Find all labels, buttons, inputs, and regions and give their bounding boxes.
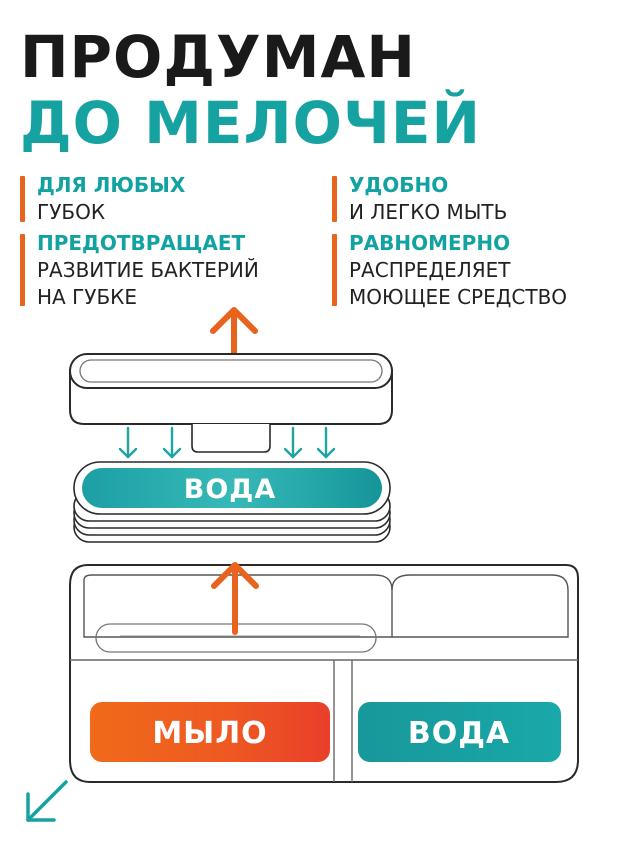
- feature-title: ДЛЯ ЛЮБЫХ: [37, 173, 186, 197]
- feature-title: УДОБНО: [349, 173, 449, 197]
- feature-easy-wash: УДОБНО И ЛЕГКО МЫТЬ: [332, 172, 632, 228]
- water-label: ВОДА: [408, 716, 510, 751]
- feature-even-distribution: РАВНОМЕРНО РАСПРЕДЕЛЯЕТ МОЮЩЕЕ СРЕДСТВО: [332, 230, 632, 314]
- sponge-tray-icon: ВОДА: [73, 461, 391, 543]
- feature-title: РАВНОМЕРНО: [349, 231, 511, 255]
- feature-accent-bar: [332, 234, 337, 306]
- feature-prevents-bacteria: ПРЕДОТВРАЩАЕТ РАЗВИТИЕ БАКТЕРИЙ НА ГУБКЕ: [20, 230, 330, 314]
- drain-arrows-icon: [118, 426, 336, 459]
- feature-title: ПРЕДОТВРАЩАЕТ: [37, 231, 246, 255]
- feature-accent-bar: [20, 176, 25, 222]
- headline-line-2: ДО МЕЛОЧЕЙ: [20, 89, 482, 157]
- water-pill: [358, 702, 561, 762]
- feature-accent-bar: [332, 176, 337, 222]
- feature-text: РАСПРЕДЕЛЯЕТ: [349, 258, 511, 282]
- soap-pill: [90, 702, 330, 762]
- feature-text: НА ГУБКЕ: [37, 285, 138, 309]
- feature-accent-bar: [20, 234, 25, 306]
- arrow-up-icon: [211, 562, 259, 635]
- lid-icon: [69, 353, 393, 453]
- feature-text: ГУБОК: [37, 200, 106, 224]
- water-tray-pill: [82, 468, 382, 508]
- feature-any-sponges: ДЛЯ ЛЮБЫХ ГУБОК: [20, 172, 320, 228]
- feature-text: И ЛЕГКО МЫТЬ: [349, 200, 508, 224]
- feature-text: МОЮЩЕЕ СРЕДСТВО: [349, 285, 568, 309]
- arrow-down-left-icon: [26, 780, 68, 822]
- feature-text: РАЗВИТИЕ БАКТЕРИЙ: [37, 258, 259, 282]
- headline-line-1: ПРОДУМАН: [20, 23, 416, 91]
- soap-label: МЫЛО: [152, 716, 267, 751]
- tray-water-label: ВОДА: [184, 474, 276, 505]
